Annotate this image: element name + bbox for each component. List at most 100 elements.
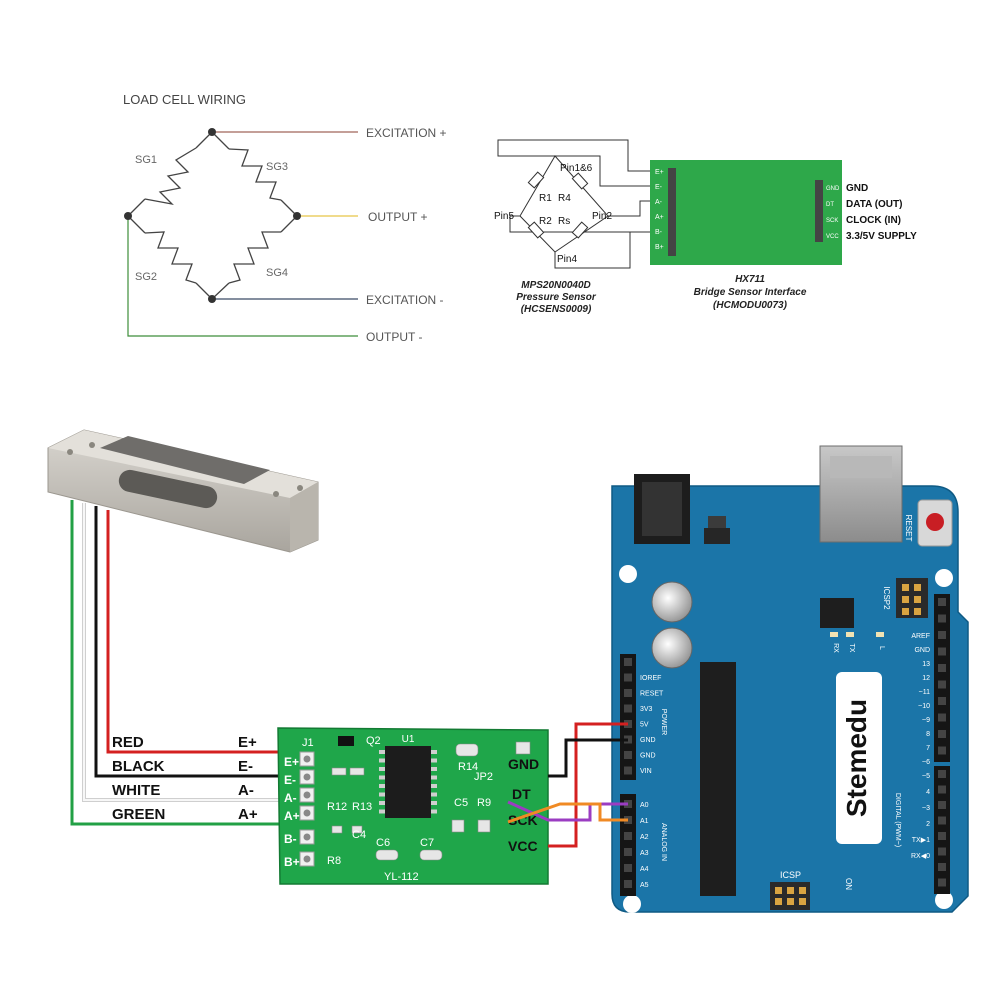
bridge-node-top [208,128,216,136]
hx711-module [650,160,842,265]
digital-pin-label: RX◀0 [911,853,930,860]
board-pin-b-plus: B+ [284,855,300,869]
sg2-label: SG2 [135,271,157,283]
status-led [846,632,854,637]
header-hole [624,689,632,697]
icsp2-pin [914,608,921,615]
chip-leg [379,792,385,797]
analog-pin-label: A3 [640,850,649,857]
chip-leg [431,758,437,763]
digital-pin-label: ~11 [919,689,930,696]
header-hole [938,847,946,856]
load-cell-end [290,482,318,552]
brand-text: Stemedu [841,699,872,817]
silk-c4: C4 [352,829,366,841]
header-hole [938,730,946,738]
header-hole [938,801,946,809]
hx711-right-pin-label: GND [826,186,840,192]
sg2-leads [127,215,213,300]
board-pin-e-plus: E+ [284,755,299,769]
hx711-left-pin-label: B- [655,229,663,236]
sensor-schematic: Pin1&6 Pin2 Pin4 Pin5 R1 R4 R2 Rs MPS20N… [494,139,917,315]
smd-component [331,767,347,776]
r4-resistor [571,172,589,190]
power-pin-label: 3V3 [640,706,653,713]
hx711-chip [385,746,431,818]
r2-resistor [527,221,545,239]
smd-component [351,825,363,834]
load-cell [47,429,319,553]
silk-c7: C7 [420,837,434,849]
digital-pin-label: GND [914,647,930,654]
header-hole [624,832,632,840]
sck-wire [507,802,628,824]
digital-pin-label: AREF [911,633,930,640]
hx711-board: U1 J1 Q2 R12 R13 C4 R8 C5 R9 C6 C7 [277,727,549,885]
hx711-board-left-pads [299,751,315,867]
excitation-minus-label: EXCITATION - [366,293,444,307]
power-pin-label: VIN [640,768,652,775]
sensor-bridge-diamond [519,155,609,253]
icsp2-pin [902,596,909,603]
digital-pin-label: TX▶1 [912,837,930,844]
header-hole [624,658,632,666]
chip-leg [431,775,437,780]
power-pin-label: IOREF [640,675,661,682]
header-hole [938,631,946,639]
header-hole [938,863,946,871]
digital-header-low [934,766,950,894]
hx711-left-pins: E+E-A-A+B-B+ [655,169,664,251]
smd-component [331,825,343,834]
pin4-label: Pin4 [557,254,577,265]
digital-pin-label: 12 [922,675,930,682]
digital-pin-label: 13 [922,661,930,668]
header-hole [938,664,946,672]
reset-button-cap[interactable] [926,513,944,531]
chip-leg [431,750,437,754]
smd-capacitor [375,849,399,861]
icsp-pin [775,898,782,905]
digital-pin-label: 8 [926,731,930,738]
sg3-leads [211,131,298,217]
silk-c5: C5 [454,797,468,809]
bridge-node-right [293,212,301,220]
board-pin-dt: DT [512,786,531,802]
silk-r12: R12 [327,801,347,813]
bridge-schematic: LOAD CELL WIRING SG1 SG3 SG2 SG4 EXC [123,92,447,344]
pin4-trace [554,232,631,269]
status-led-label: RX [832,643,839,653]
board-pad-hole [303,809,311,817]
mount-hole [935,569,953,587]
smd-component [477,819,491,833]
icsp-pin [787,898,794,905]
icsp-pin [799,887,806,894]
board-pin-sck: SCK [508,812,538,828]
header-hole [938,770,946,778]
load-cell-strain-label [100,436,270,484]
header-hole [624,864,632,872]
board-pad-hole [303,773,311,781]
sg3-label: SG3 [266,161,288,173]
green-wire [70,500,300,826]
header-hole [938,816,946,825]
transistor-q2 [338,736,354,746]
digital-pin-label: ~3 [922,805,930,812]
board-pin-a-minus: A- [284,791,297,805]
board-pin-vcc: VCC [508,838,538,854]
sg1-label: SG1 [135,154,157,166]
silk-q2: Q2 [366,735,381,747]
white-wire-shadow [82,503,300,802]
header-hole [938,680,946,689]
icsp-label: ICSP [780,870,801,880]
rs-resistor [571,221,589,239]
header-hole [938,598,946,606]
sg1-resistor [144,147,197,206]
capacitor-2 [651,627,693,669]
board-pad-hole [303,855,311,863]
header-hole [938,878,946,887]
pin1-trace [555,155,652,187]
wire-pin-e-minus: E- [238,758,253,775]
